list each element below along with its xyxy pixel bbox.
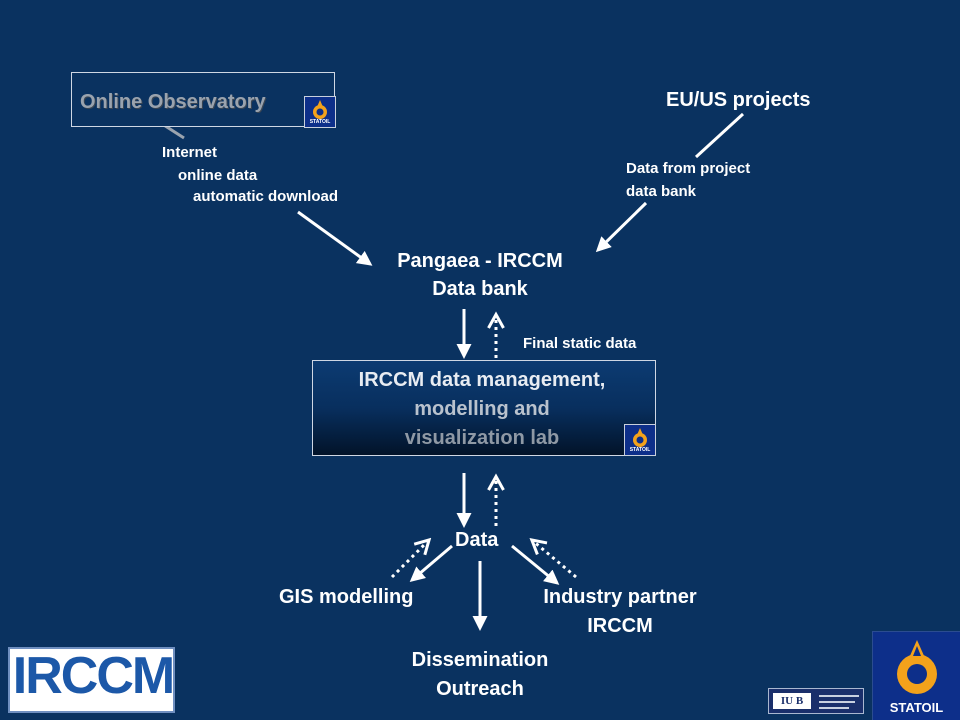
iub-logo-text: IU B [773, 693, 811, 709]
statoil-drop-icon [313, 100, 327, 119]
pangaea-subtitle: Data bank [432, 278, 528, 300]
arrow-internet-to-pangaea [297, 210, 373, 266]
connector-eu-us [694, 112, 745, 159]
online-observatory-title: Online Observatory [80, 91, 266, 113]
arrow-industry-to-data-dotted [533, 541, 577, 579]
internet-label: Internet [162, 144, 218, 161]
data-lab-line3: visualization lab [404, 427, 560, 449]
statoil-logo-text: STATOIL [889, 700, 944, 715]
project-data-label: Data from project [626, 160, 751, 177]
arrow-data-to-gis [409, 544, 453, 582]
data-lab-line1: IRCCM data management, [358, 369, 606, 391]
arrow-project-to-pangaea [595, 201, 648, 253]
iub-logo: IU B [768, 688, 864, 714]
arrow-data-to-industry [511, 544, 560, 585]
statoil-logo: STATOIL [872, 631, 960, 720]
online-observatory-box [71, 72, 335, 127]
data-node: Data [455, 529, 499, 551]
automatic-download-label: automatic download [193, 188, 339, 205]
final-static-data-label: Final static data [523, 335, 637, 352]
industry-partner-line1: Industry partner [543, 586, 697, 608]
dissemination-line2: Outreach [436, 678, 524, 700]
gis-modelling-node: GIS modelling [279, 586, 414, 608]
eu-us-projects: EU/US projects [666, 89, 811, 111]
statoil-small-logo-lab: STATOIL [624, 424, 656, 456]
data-lab-line2: modelling and [414, 398, 550, 420]
statoil-drop-icon [897, 640, 937, 694]
pangaea-title: Pangaea - IRCCM [397, 250, 563, 272]
irccm-logo [8, 647, 175, 713]
statoil-drop-icon [633, 428, 647, 447]
arrow-gis-to-data-dotted [390, 541, 428, 579]
statoil-small-logo-observatory: STATOIL [304, 96, 336, 128]
industry-partner-line2: IRCCM [587, 615, 653, 637]
irccm-logo-text: IRCCM [12, 647, 175, 705]
data-lab-box [312, 360, 656, 456]
online-data-label: online data [178, 167, 258, 184]
dissemination-line1: Dissemination [411, 649, 549, 671]
project-data-bank-label: data bank [626, 183, 697, 200]
